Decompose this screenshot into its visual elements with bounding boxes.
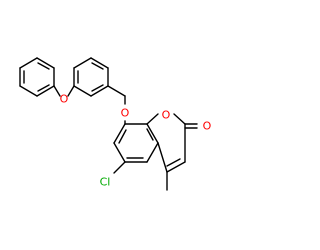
structure-diagram: O O [19,57,212,191]
ether-link-1: O [53,85,75,106]
ch2-oxy-linker: O [107,85,130,125]
chloro-substituent: Cl [100,161,126,189]
middle-benzene-ring [73,57,109,97]
oxygen-label-1: O [60,93,69,106]
phenyl-ring [19,57,55,97]
benzo-ring [113,123,159,163]
oxygen-label-2: O [121,107,130,120]
molecule-drawing: O O [19,57,212,191]
carbonyl-group: O [184,120,212,133]
ring-oxygen-label: O [162,109,171,122]
carbonyl-oxygen-label: O [203,120,212,133]
chlorine-label: Cl [100,176,111,189]
pyranone-ring: O [146,109,186,173]
